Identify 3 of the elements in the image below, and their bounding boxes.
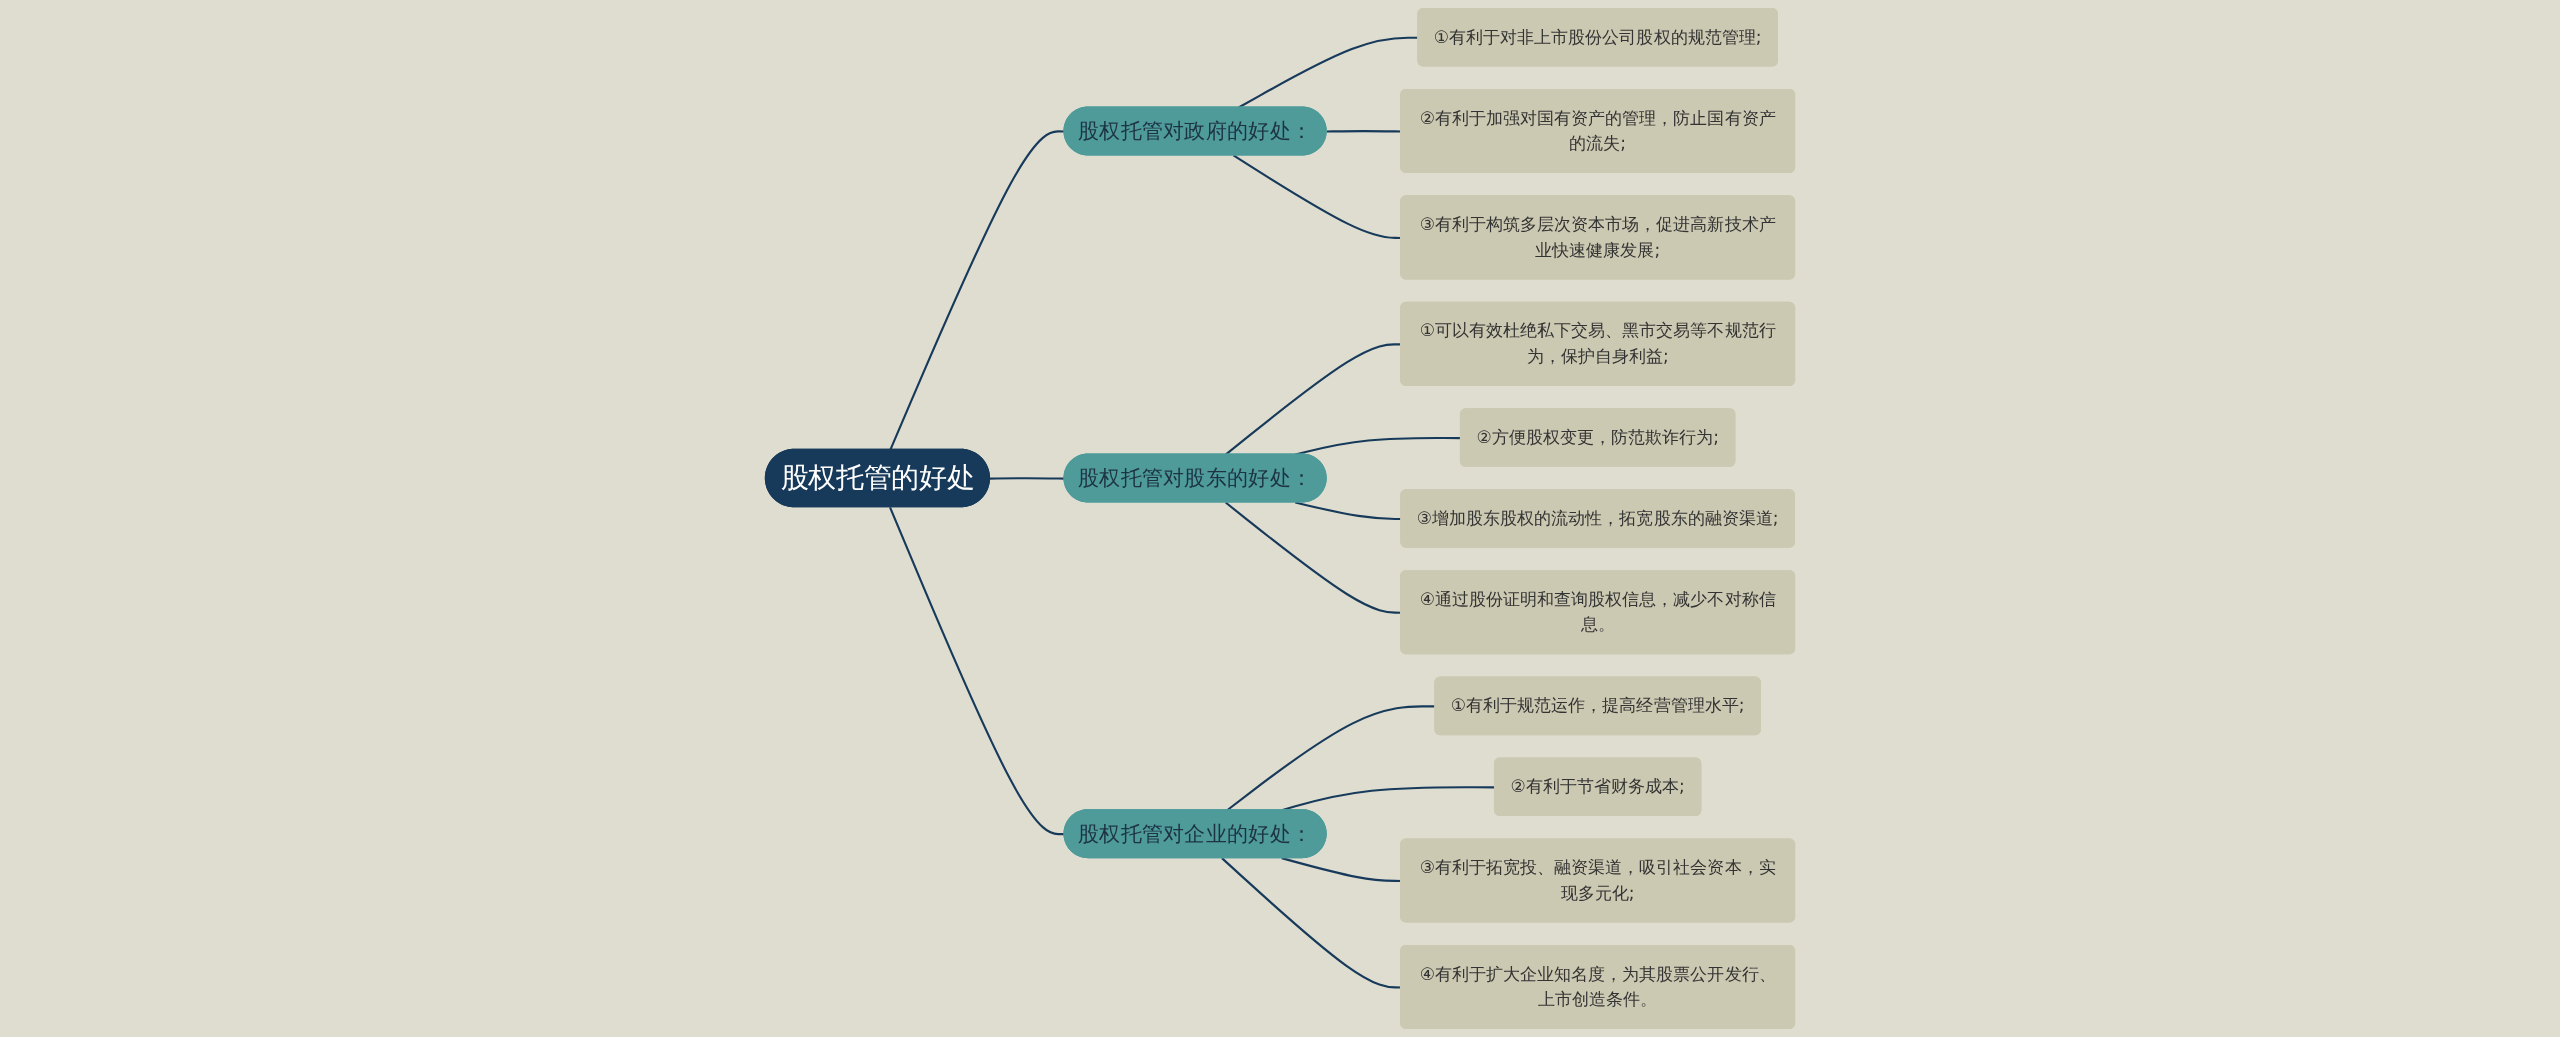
connector bbox=[889, 506, 1065, 836]
connector bbox=[889, 130, 1065, 451]
connector bbox=[990, 477, 1065, 480]
